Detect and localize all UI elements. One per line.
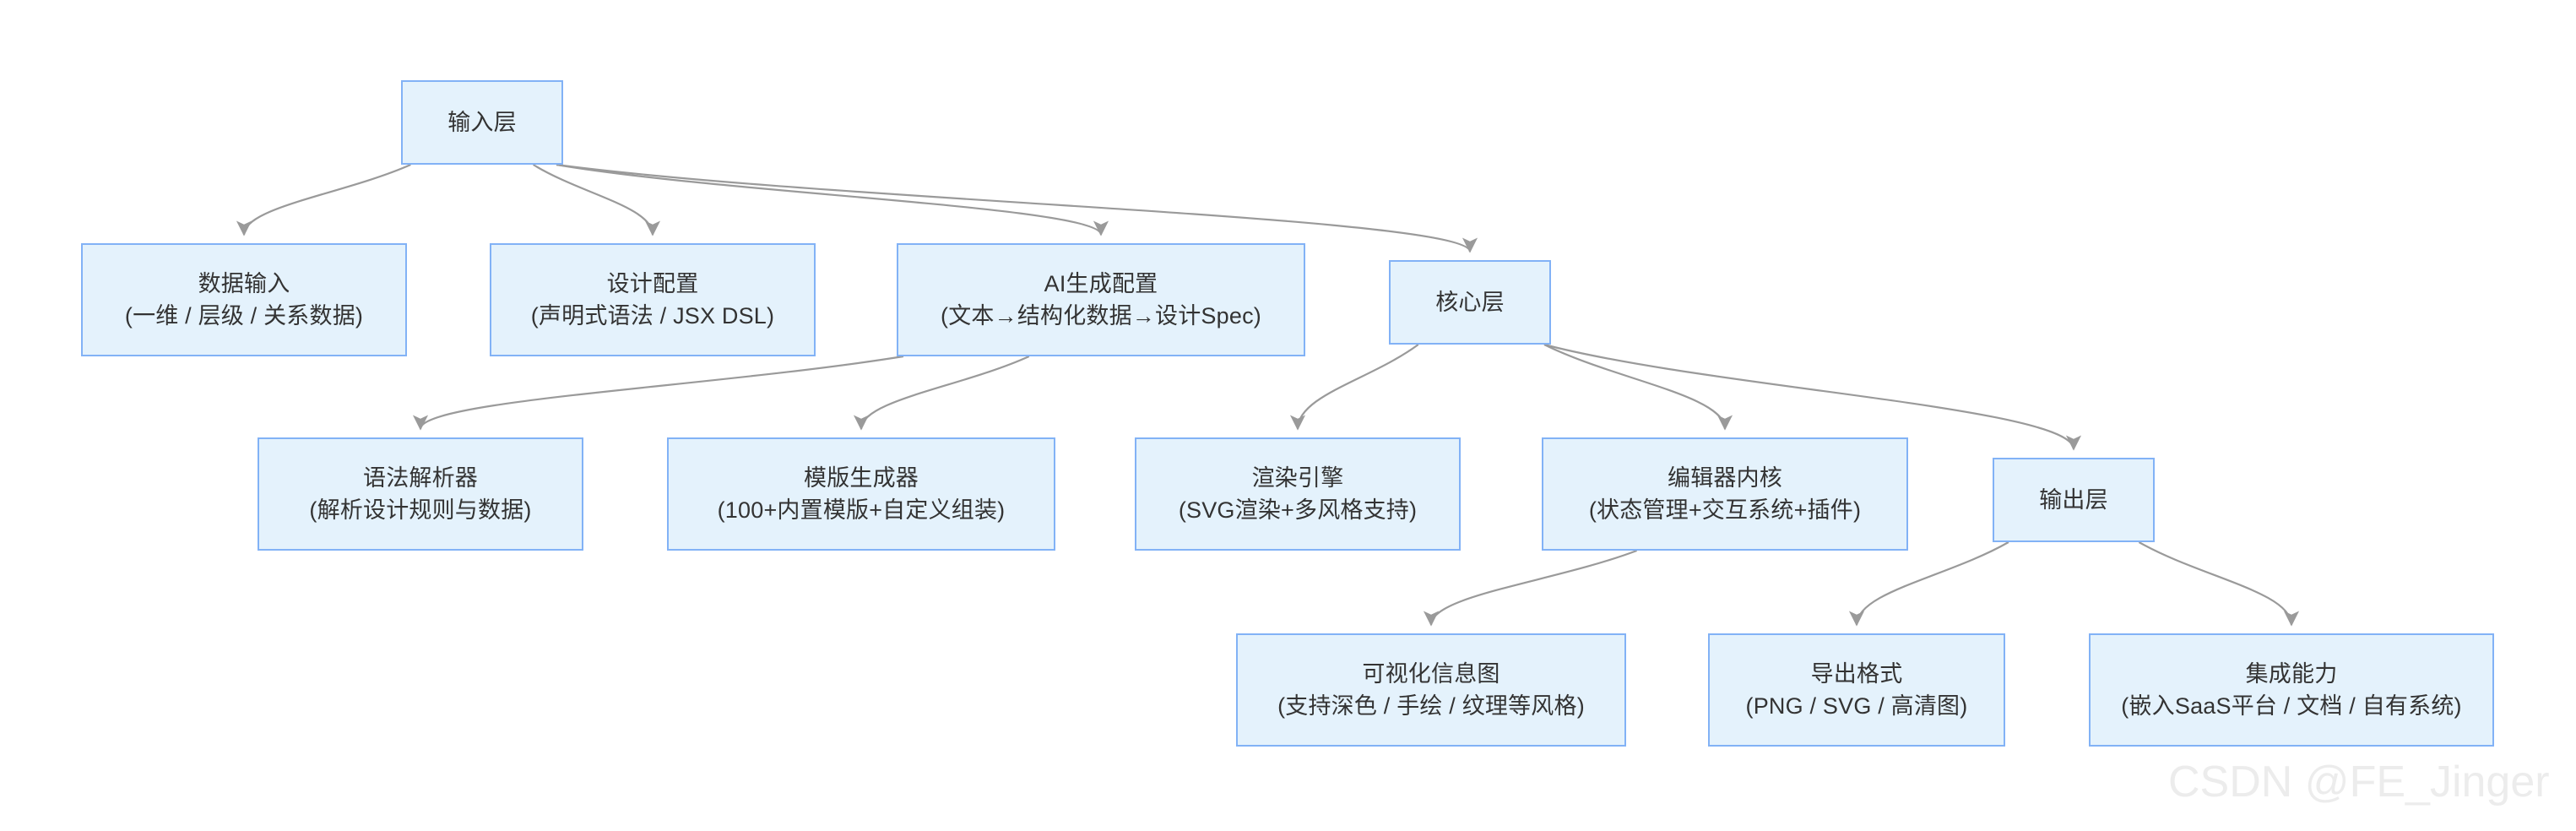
edge-ai-config-to-parser: [413, 355, 904, 431]
node-subtitle: (声明式语法 / JSX DSL): [530, 303, 775, 329]
node-infographic[interactable]: 可视化信息图 (支持深色 / 手绘 / 纹理等风格): [1236, 633, 1626, 747]
node-parser[interactable]: 语法解析器 (解析设计规则与数据): [258, 437, 583, 551]
node-title: 语法解析器: [363, 464, 478, 491]
node-title: 集成能力: [2245, 660, 2338, 687]
node-title: 设计配置: [606, 270, 699, 296]
edge-input-layer-to-core-layer: [556, 163, 1478, 253]
node-editor-core[interactable]: 编辑器内核 (状态管理+交互系统+插件): [1542, 437, 1908, 551]
node-design-config[interactable]: 设计配置 (声明式语法 / JSX DSL): [490, 243, 816, 356]
csdn-watermark: CSDN @FE_Jinger: [2168, 758, 2550, 807]
node-output-layer[interactable]: 输出层: [1993, 458, 2155, 542]
node-subtitle: (支持深色 / 手绘 / 纹理等风格): [1277, 693, 1585, 719]
edge-core-layer-to-editor-core: [1543, 344, 1733, 431]
edge-editor-core-to-infographic: [1423, 549, 1637, 627]
node-subtitle: (100+内置模版+自定义组装): [717, 497, 1006, 523]
node-render-engine[interactable]: 渲染引擎 (SVG渲染+多风格支持): [1135, 437, 1461, 551]
node-title: 渲染引擎: [1251, 464, 1344, 491]
edge-output-layer-to-integration: [2138, 541, 2300, 627]
node-ai-config[interactable]: AI生成配置 (文本→结构化数据→设计Spec): [897, 243, 1305, 356]
node-data-input[interactable]: 数据输入 (一维 / 层级 / 关系数据): [81, 243, 407, 356]
edge-input-layer-to-data-input: [236, 163, 411, 236]
node-integration[interactable]: 集成能力 (嵌入SaaS平台 / 文档 / 自有系统): [2089, 633, 2494, 747]
node-title: 编辑器内核: [1668, 464, 1782, 491]
node-subtitle: (解析设计规则与数据): [309, 497, 532, 523]
edge-input-layer-to-ai-config: [556, 163, 1109, 236]
edge-ai-config-to-template-gen: [853, 355, 1030, 431]
edge-core-layer-to-render-engine: [1289, 344, 1419, 431]
node-subtitle: (PNG / SVG / 高清图): [1745, 693, 1968, 719]
edge-core-layer-to-output-layer: [1543, 343, 2081, 451]
node-subtitle: (文本→结构化数据→设计Spec): [941, 303, 1261, 329]
edge-output-layer-to-export-format: [1848, 541, 2009, 627]
node-export-format[interactable]: 导出格式 (PNG / SVG / 高清图): [1708, 633, 2005, 747]
node-subtitle: (嵌入SaaS平台 / 文档 / 自有系统): [2121, 693, 2462, 719]
node-core-layer[interactable]: 核心层: [1389, 260, 1551, 345]
node-subtitle: (状态管理+交互系统+插件): [1588, 497, 1862, 523]
node-title: 数据输入: [198, 270, 290, 296]
edge-input-layer-to-design-config: [533, 164, 661, 236]
node-subtitle: (SVG渲染+多风格支持): [1178, 497, 1418, 523]
node-title: 可视化信息图: [1362, 660, 1500, 687]
node-title: 核心层: [1435, 289, 1505, 315]
node-subtitle: (一维 / 层级 / 关系数据): [124, 303, 364, 329]
node-title: AI生成配置: [1044, 270, 1158, 296]
node-template-gen[interactable]: 模版生成器 (100+内置模版+自定义组装): [667, 437, 1055, 551]
node-title: 导出格式: [1810, 660, 1903, 687]
node-title: 模版生成器: [804, 464, 919, 491]
node-input-layer[interactable]: 输入层: [401, 80, 563, 165]
node-title: 输出层: [2039, 486, 2108, 513]
node-title: 输入层: [447, 109, 517, 135]
